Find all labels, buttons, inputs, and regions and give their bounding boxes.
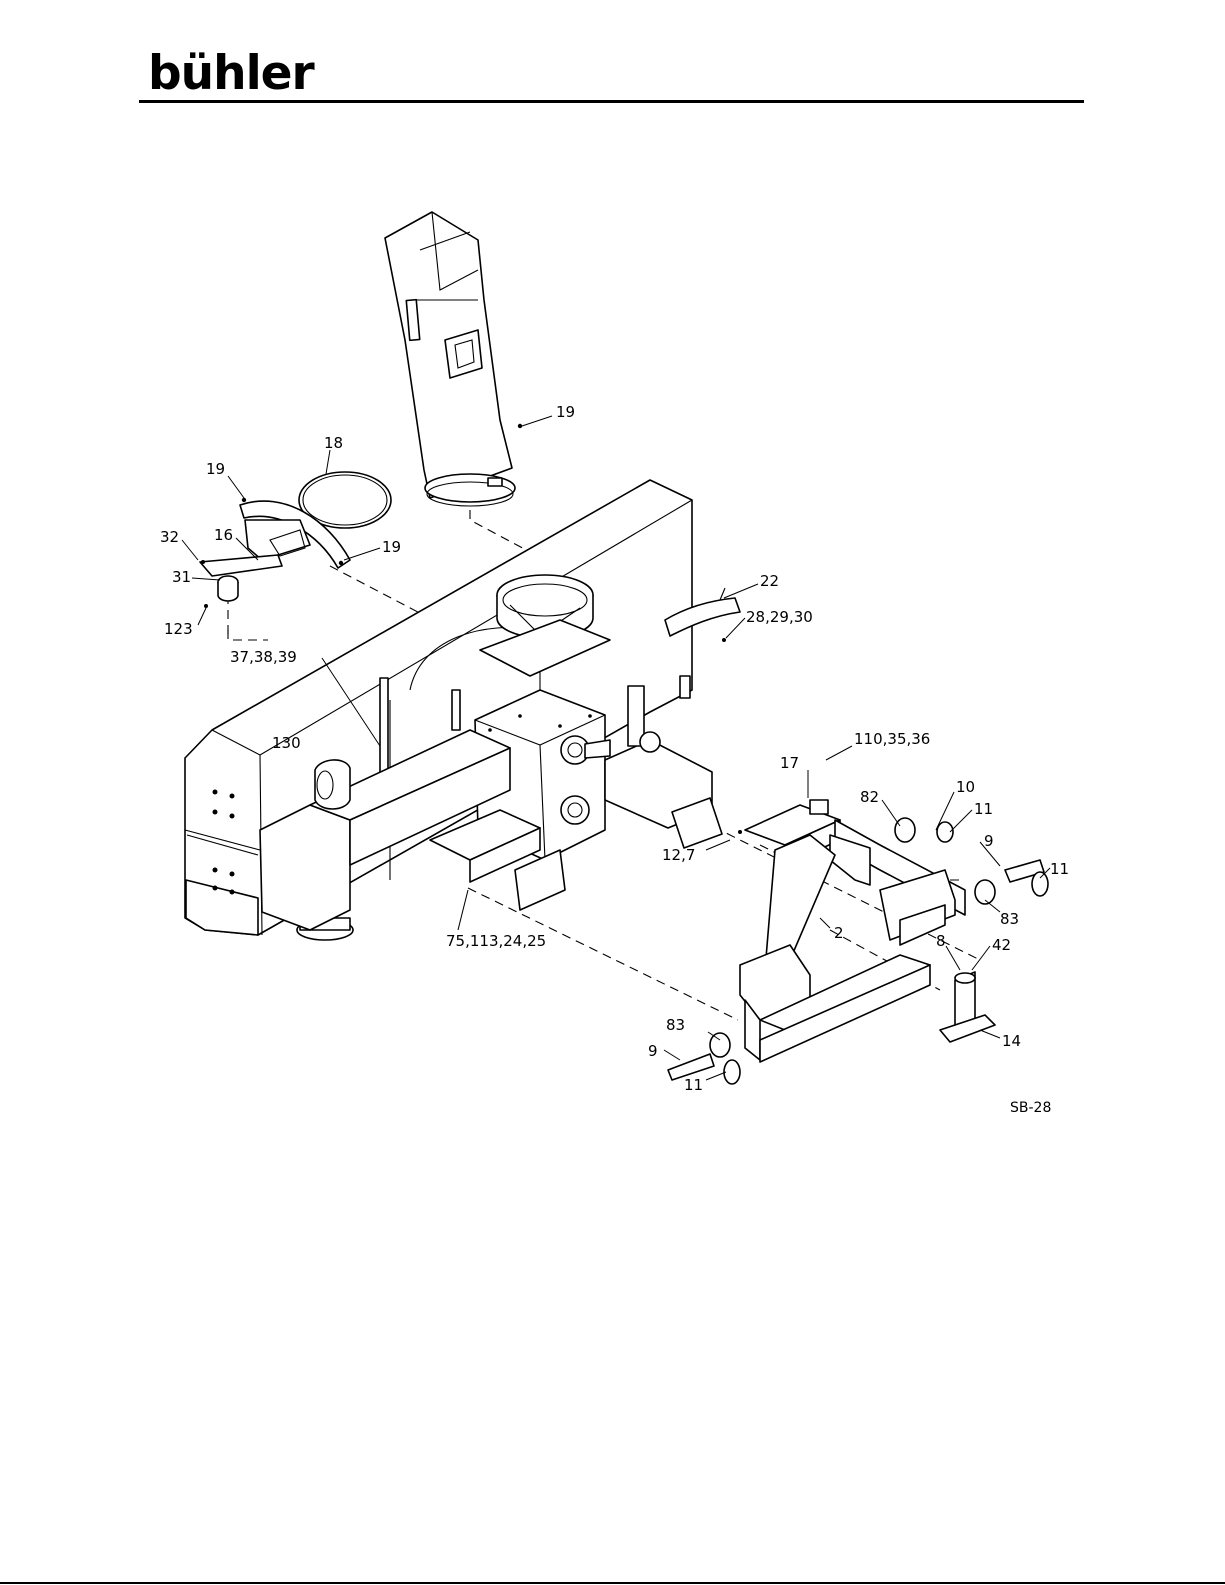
- callout-2: 2: [834, 924, 844, 942]
- callout-22: 22: [760, 572, 779, 590]
- drawing-code: SB-28: [1010, 1100, 1051, 1116]
- callout-8: 8: [936, 932, 946, 950]
- callout-19a: 19: [556, 403, 575, 421]
- callout-11b: 11: [1050, 860, 1069, 878]
- callout-83a: 83: [1000, 910, 1019, 928]
- parking-stand: [940, 972, 995, 1042]
- callout-75-113-24-25: 75,113,24,25: [446, 932, 546, 950]
- callout-82: 82: [860, 788, 879, 806]
- callout-14: 14: [1002, 1032, 1021, 1050]
- callout-42: 42: [992, 936, 1011, 954]
- callout-130: 130: [272, 734, 301, 752]
- callout-11c: 11: [684, 1076, 703, 1094]
- discharge-chute: [385, 212, 522, 506]
- callout-31: 31: [172, 568, 191, 586]
- callout-28-29-30: 28,29,30: [746, 608, 813, 626]
- callout-9a: 9: [984, 832, 994, 850]
- callout-9b: 9: [648, 1042, 658, 1060]
- callout-19b: 19: [206, 460, 225, 478]
- callout-32: 32: [160, 528, 179, 546]
- callout-12-7: 12,7: [662, 846, 695, 864]
- callout-19c: 19: [382, 538, 401, 556]
- callout-11a: 11: [974, 800, 993, 818]
- callout-17: 17: [780, 754, 799, 772]
- callout-18: 18: [324, 434, 343, 452]
- callout-123: 123: [164, 620, 193, 638]
- callout-10: 10: [956, 778, 975, 796]
- callout-16: 16: [214, 526, 233, 544]
- callout-83b: 83: [666, 1016, 685, 1034]
- callout-37-38-39: 37,38,39: [230, 648, 297, 666]
- callout-110-35-36: 110,35,36: [854, 730, 930, 748]
